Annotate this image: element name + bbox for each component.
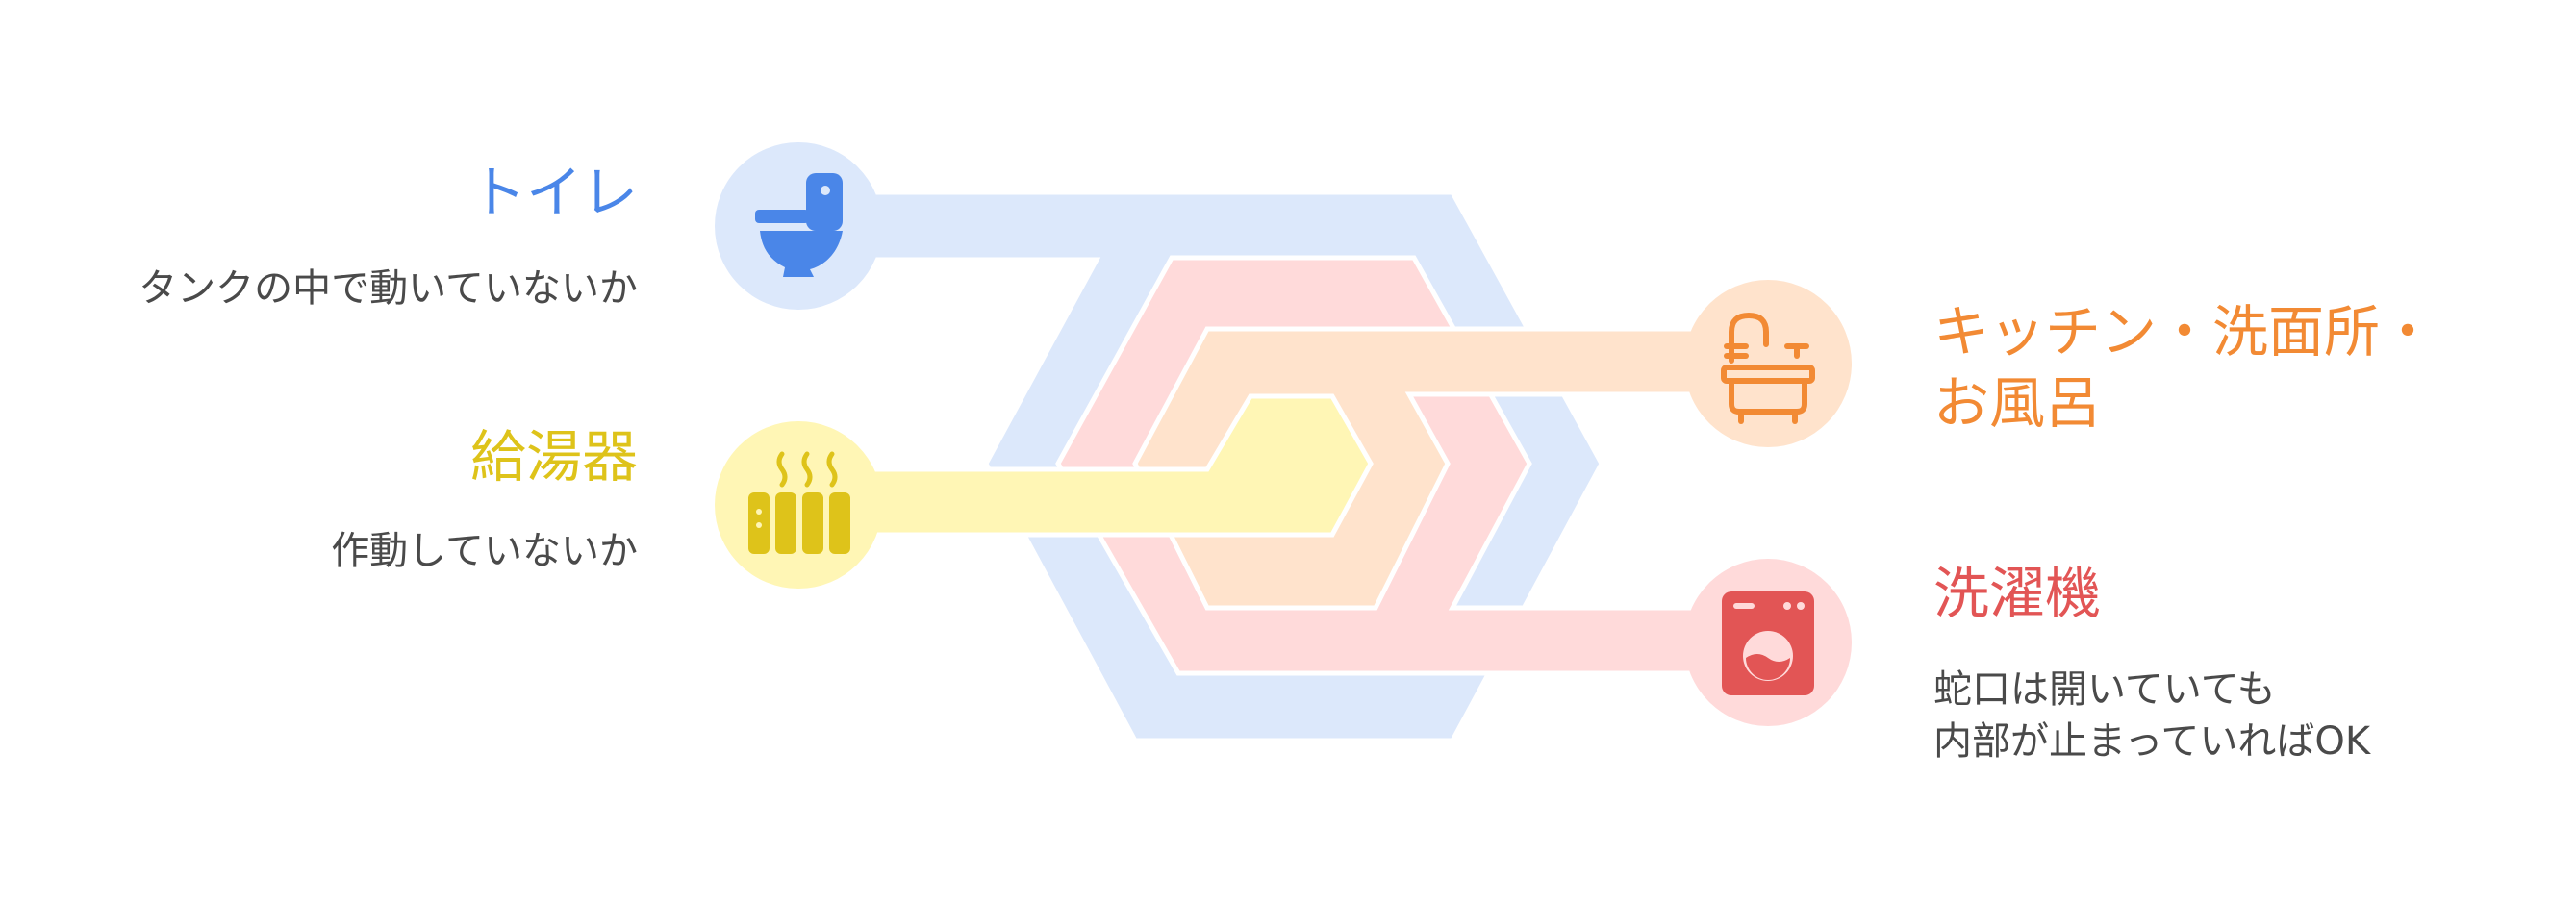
kitchen-title-line-1: キッチン・洗面所・	[1933, 299, 2437, 365]
water-heater-flow-band	[796, 393, 1374, 538]
washer-description-line-1: 蛇口は開いていても	[1933, 667, 2276, 712]
water-heater-description: 作動していないか	[331, 529, 638, 573]
radiator-icon	[748, 451, 850, 554]
water-heater-title: 給湯器	[469, 424, 638, 490]
toilet-title: トイレ	[469, 160, 638, 225]
toilet-icon	[755, 173, 843, 277]
water-heater-icon-circle	[715, 421, 882, 589]
toilet-description: タンクの中で動いていないか	[139, 266, 638, 311]
washing-machine-icon	[1722, 591, 1814, 695]
washer-description-line-2: 内部が止まっていればOK	[1933, 719, 2371, 764]
sink-icon	[1721, 312, 1815, 424]
toilet-icon-circle	[715, 142, 882, 310]
kitchen-icon-circle	[1684, 280, 1852, 447]
washer-title: 洗濯機	[1933, 561, 2102, 626]
kitchen-title-line-2: お風呂	[1933, 370, 2102, 436]
